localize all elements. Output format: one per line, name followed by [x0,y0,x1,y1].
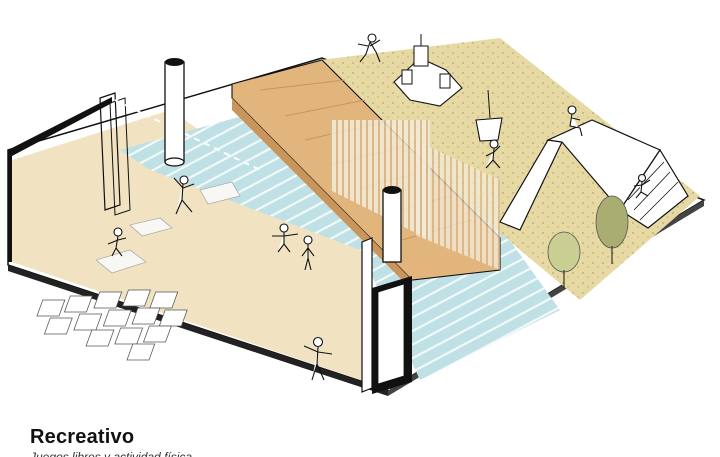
blue-floor-zone [120,100,560,380]
tree-icon [547,231,581,288]
caption-title: Recreativo [30,426,135,448]
caption-subtitle: Juegos libres y actividad física [30,450,193,457]
door-icon [361,237,412,394]
puzzle-piece-icon [36,289,188,361]
column-icon [164,58,185,167]
beige-floor-zone [12,110,390,390]
slide-icon [499,119,661,231]
person-figure-icon [107,33,651,381]
left-wall [8,92,131,262]
sandcastle-icon [393,34,463,107]
bucket-icon [475,89,503,142]
floor-mats [95,181,241,274]
tree-icon [595,195,629,264]
dashed-guide [114,99,261,171]
column-icon [382,186,402,263]
stairs-icon [619,148,689,229]
